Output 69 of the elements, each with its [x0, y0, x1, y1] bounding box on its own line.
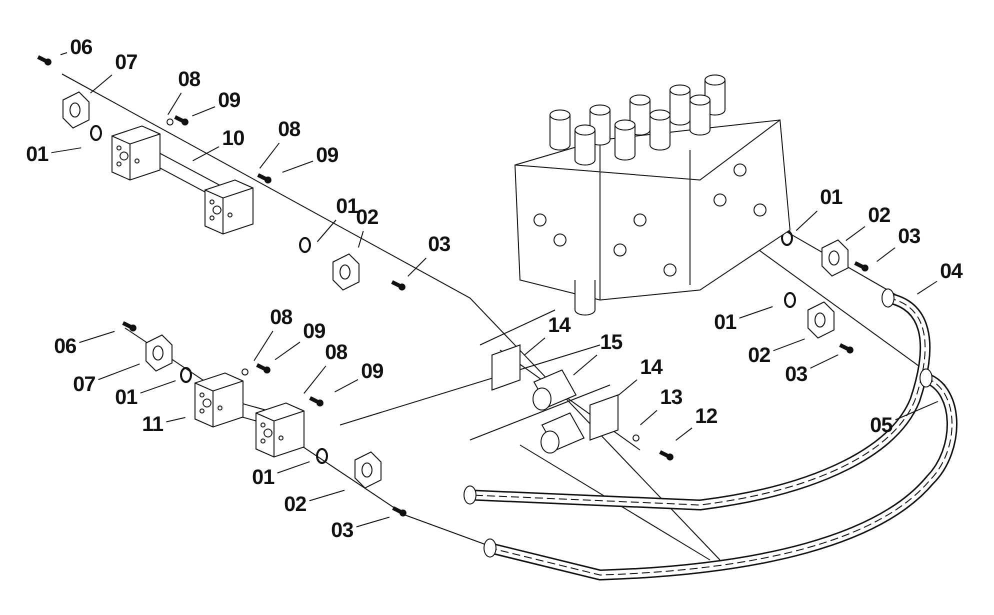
leader-line	[274, 342, 300, 360]
leader-line	[98, 363, 140, 380]
callout-number: 02	[867, 205, 892, 227]
leader-line	[140, 380, 176, 394]
callout-number: 02	[747, 345, 772, 367]
leader-line	[358, 230, 364, 248]
leader-line	[810, 354, 839, 369]
callout-number: 06	[69, 37, 94, 59]
callout-number: 11	[141, 414, 164, 436]
callout-number: 07	[114, 52, 138, 74]
leader-line	[166, 417, 186, 422]
callout-number: 01	[713, 312, 738, 334]
leader-line	[894, 400, 938, 420]
leader-line	[60, 52, 68, 56]
callout-number: 09	[217, 90, 242, 112]
callout-number: 08	[269, 307, 294, 329]
callout-number: 08	[177, 69, 202, 91]
leader-line	[259, 142, 280, 169]
leader-line	[334, 379, 358, 392]
callout-number: 12	[694, 406, 718, 428]
callout-number: 01	[251, 467, 276, 489]
callout-number: 01	[114, 387, 138, 409]
leader-line	[192, 146, 220, 162]
leader-line	[640, 410, 658, 426]
callout-number: 03	[330, 520, 354, 542]
leader-line	[876, 247, 896, 262]
leader-line	[50, 147, 82, 154]
leader-line	[282, 160, 314, 173]
leader-line	[308, 490, 345, 502]
leader-line	[356, 516, 390, 528]
leader-line	[167, 92, 182, 116]
leader-line	[78, 330, 116, 343]
callout-number: 01	[819, 187, 844, 209]
callout-number: 03	[784, 364, 808, 386]
callout-number: 10	[221, 128, 246, 150]
callout-number: 02	[283, 494, 308, 516]
leader-line	[796, 210, 818, 232]
leader-line	[192, 106, 216, 116]
leader-line	[738, 306, 774, 319]
leader-line	[90, 74, 112, 94]
leader-line	[254, 330, 274, 362]
callout-number: 02	[355, 207, 380, 229]
callout-number: 09	[302, 321, 326, 343]
callout-number: 05	[869, 415, 894, 437]
callout-number: 09	[360, 361, 384, 383]
callout-number: 13	[659, 387, 684, 409]
callout-number: 04	[939, 261, 964, 283]
callout-number: 08	[277, 119, 302, 141]
leader-line	[407, 258, 427, 277]
callout-number: 09	[315, 145, 340, 167]
leader-line	[916, 280, 938, 295]
callout-number: 14	[639, 357, 664, 379]
leader-line	[772, 338, 806, 352]
leader-line	[316, 220, 336, 242]
leader-line	[618, 379, 638, 396]
leader-line	[303, 366, 326, 394]
callout-number: 08	[324, 342, 348, 364]
callout-number: 15	[599, 332, 624, 354]
callout-number: 01	[25, 144, 50, 166]
leader-line	[572, 354, 598, 376]
leader-line	[845, 226, 866, 242]
callout-number: 14	[547, 315, 572, 337]
callout-number: 07	[72, 374, 96, 396]
leader-line	[276, 461, 310, 474]
callout-number: 06	[53, 336, 78, 358]
callout-number: 03	[897, 226, 922, 248]
leader-line	[675, 427, 692, 441]
callout-number: 03	[427, 234, 452, 256]
leader-line	[524, 337, 546, 356]
